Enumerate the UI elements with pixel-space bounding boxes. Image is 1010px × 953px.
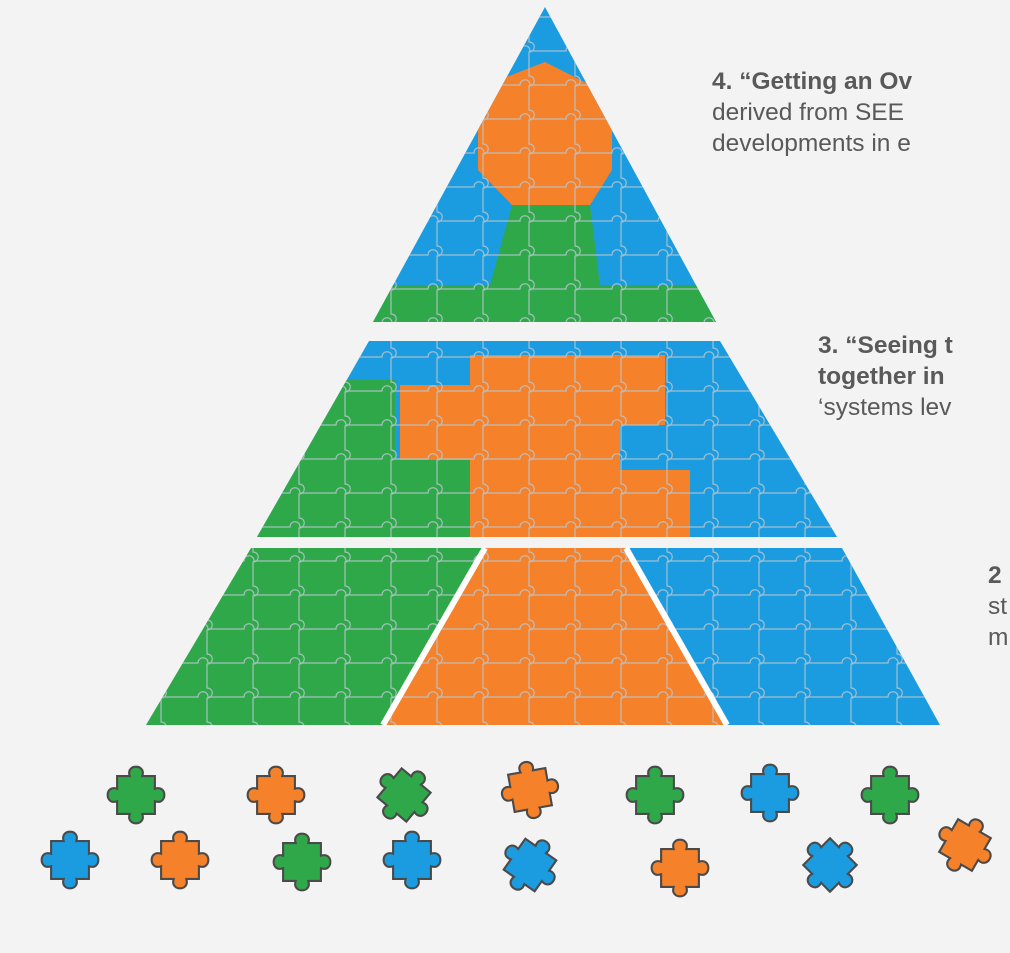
loose-puzzle-piece — [740, 763, 800, 823]
level-4-line-2: developments in e — [712, 130, 911, 157]
loose-puzzle-piece — [788, 823, 872, 907]
loose-puzzle-piece — [496, 756, 564, 824]
loose-puzzle-piece — [246, 765, 306, 825]
level-4-line-1: derived from SEE — [712, 99, 904, 126]
level-4-title: 4. “Getting an Ov — [712, 68, 913, 95]
loose-puzzle-piece — [150, 830, 210, 890]
tier-2 — [146, 546, 940, 727]
level-3-title-line-2: together in — [818, 363, 945, 390]
loose-puzzle-piece — [650, 838, 710, 898]
loose-puzzle-piece — [106, 765, 166, 825]
loose-puzzle-piece — [272, 832, 332, 892]
level-2-line-2: m — [988, 624, 1009, 651]
loose-puzzle-piece — [489, 824, 571, 906]
loose-puzzle-piece — [363, 754, 445, 836]
loose-puzzle-piece — [382, 830, 442, 890]
tier-4 — [373, 7, 716, 322]
loose-puzzle-piece — [860, 765, 920, 825]
level-2-label: 2 st m — [988, 560, 1010, 653]
level-4-label: 4. “Getting an Ov derived from SEE devel… — [712, 66, 1010, 159]
level-2-line-1: st — [988, 593, 1008, 620]
level-2-title: 2 — [988, 562, 1002, 589]
level-3-label: 3. “Seeing t together in ‘systems lev — [818, 330, 1010, 423]
level-3-line-1: ‘systems lev — [818, 394, 952, 421]
level-3-title: 3. “Seeing t — [818, 332, 953, 359]
loose-pieces — [40, 754, 1005, 907]
loose-puzzle-piece — [625, 765, 685, 825]
loose-puzzle-piece — [40, 830, 100, 890]
tier-3 — [257, 341, 837, 537]
loose-puzzle-piece — [925, 805, 1005, 885]
